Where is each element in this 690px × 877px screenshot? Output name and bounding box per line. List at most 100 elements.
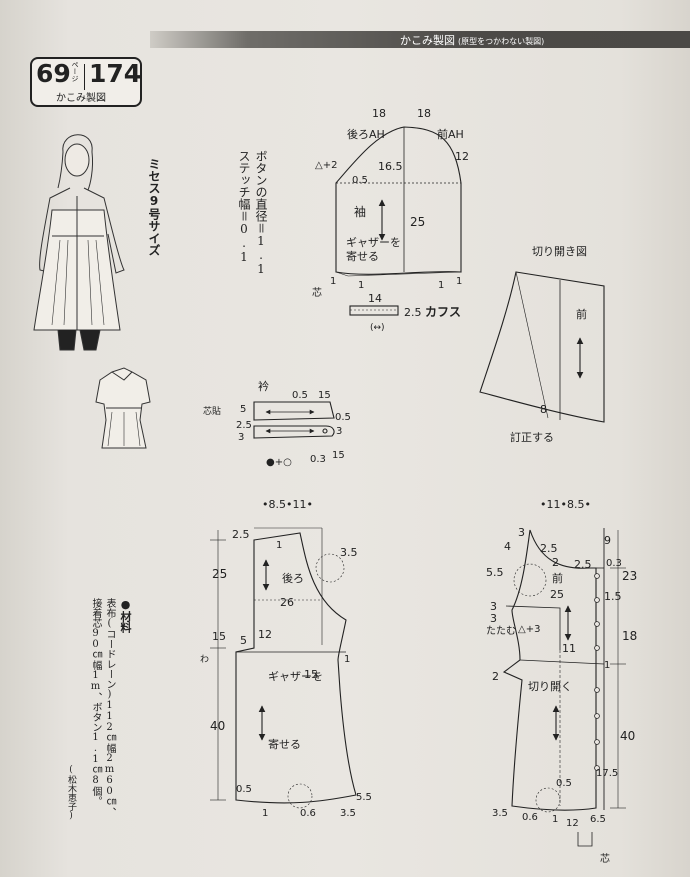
front-m55: 5.5: [486, 566, 504, 579]
front-m25c: 25: [550, 588, 564, 601]
cuff-m14: 14: [368, 292, 382, 305]
front-m05: 0.5: [556, 778, 572, 789]
back-m15b: 15: [304, 668, 318, 681]
collar-m3a: 3: [238, 432, 244, 443]
button-note-line2: ステッチ幅＝0.1: [237, 150, 251, 264]
back-m55: 5.5: [356, 792, 372, 803]
slash-front: 前: [576, 307, 587, 321]
sleeve-gather-1: ギャザーを: [346, 236, 401, 249]
header-title: かこみ製図(原型をつかわない製図): [400, 34, 545, 47]
sleeve-pattern: [335, 126, 462, 277]
front-m18: 18: [622, 629, 637, 643]
front-m175: 17.5: [596, 768, 618, 779]
front-m1: 1: [604, 660, 610, 671]
slash-correct: 訂正する: [510, 430, 554, 444]
sleeve-front-ah: 前AH: [437, 127, 464, 141]
collar-m05a: 0.5: [292, 390, 308, 401]
model-illustration: [33, 134, 125, 351]
sleeve-m1d: 1: [456, 276, 462, 287]
back-m35: 3.5: [340, 546, 358, 559]
collar-m15a: 15: [318, 390, 331, 401]
back-m25a: 2.5: [232, 528, 250, 541]
front-m2b: 2: [492, 670, 499, 683]
size-note: ミセス9号サイズ: [147, 158, 161, 256]
materials-title: ●材料: [119, 598, 132, 633]
sleeve-m05: 0.5: [352, 175, 368, 186]
back-m35b: 3.5: [340, 808, 356, 819]
front-name: 前: [552, 571, 563, 585]
header-subtitle: (原型をつかわない製図): [458, 37, 545, 46]
sleeve-gather-2: 寄せる: [346, 249, 379, 263]
badge-caption: かこみ製図: [56, 93, 106, 104]
sleeve-m25: 25: [410, 215, 425, 229]
cuff-m25: 2.5: [404, 306, 422, 319]
collar-pattern: [253, 401, 335, 439]
back-m5: 5: [240, 634, 247, 647]
back-gather-2: 寄せる: [268, 737, 301, 751]
button-note-line1: ボタンの直径＝1.1: [254, 150, 268, 276]
sleeve-m18b: 18: [417, 107, 431, 120]
front-tuck: たたむ: [486, 625, 516, 637]
back-m25b: 25: [212, 567, 227, 581]
pattern-number-badge: 69 ページ 174 かこみ製図: [30, 57, 142, 107]
front-tri: △+3: [518, 624, 540, 635]
badge-page-unit: ページ: [71, 61, 79, 82]
front-m3a: 3: [518, 526, 525, 539]
front-m23: 23: [622, 569, 637, 583]
back-m1b: 1: [344, 654, 350, 665]
front-m4: 4: [504, 540, 511, 553]
collar-m3b: 3: [336, 426, 342, 437]
front-m2a: 2: [552, 556, 559, 569]
sleeve-m1c: 1: [438, 280, 444, 291]
back-fold: わ: [200, 654, 209, 665]
collar-m25: 2.5: [236, 420, 252, 431]
front-m35: 3.5: [492, 808, 508, 819]
sleeve-m18a: 18: [372, 107, 386, 120]
materials-line2: 接着芯90㎝幅1m、ボタン1.1㎝8個。: [90, 598, 101, 806]
sleeve-back-ah: 後ろAH: [347, 127, 385, 141]
front-m15: 1.5: [604, 590, 622, 603]
front-m1b: 1: [552, 814, 558, 825]
cuff-label: カフス: [425, 305, 461, 319]
badge-page-ref: 69: [36, 59, 71, 88]
slash-title: 切り開き図: [532, 245, 587, 258]
front-m9: 9: [604, 534, 611, 547]
front-top-note: •11•8.5•: [540, 498, 591, 511]
slash-m8: 8: [540, 403, 547, 416]
collar-label: 衿: [258, 379, 269, 393]
slash-diagram: [479, 271, 605, 423]
header-bar: かこみ製図(原型をつかわない製図): [150, 31, 690, 48]
sleeve-m1b: 1: [358, 280, 364, 291]
materials-line1: 表布(コードレーン)112㎝幅2m60㎝、: [104, 598, 115, 817]
front-m25a: 2.5: [540, 542, 558, 555]
front-m3b: 3: [490, 600, 497, 613]
front-slash: 切り開く: [528, 680, 572, 693]
back-m06: 0.6: [300, 808, 316, 819]
front-buttons: [594, 573, 600, 771]
cuff-arrow-note: (↔): [370, 323, 385, 333]
collar-m5: 5: [240, 404, 246, 415]
back-m1a: 1: [276, 540, 282, 551]
back-gather-1: ギャザーを: [268, 670, 323, 683]
materials-credit: (松木恵子): [66, 765, 76, 821]
back-m26: 26: [280, 596, 294, 609]
sleeve-m1a: 1: [330, 276, 336, 287]
back-m12: 12: [258, 628, 272, 641]
cuff-pattern: [349, 305, 399, 316]
sleeve-m165: 16.5: [378, 160, 403, 173]
front-m03: 0.3: [606, 558, 622, 569]
sleeve-tri: △+2: [315, 160, 337, 171]
back-m05: 0.5: [236, 784, 252, 795]
back-m40: 40: [210, 719, 225, 733]
collar-m05b: 0.5: [335, 412, 351, 423]
back-body-pattern: [210, 527, 357, 809]
front-m3c: 3: [490, 612, 497, 625]
collar-m03: 0.3: [310, 454, 326, 465]
front-m06: 0.6: [522, 812, 538, 823]
front-m25b: 2.5: [574, 558, 592, 571]
back-name: 後ろ: [282, 571, 304, 585]
collar-interfacing: 芯貼: [203, 405, 221, 417]
collar-m15b: 15: [332, 450, 345, 461]
